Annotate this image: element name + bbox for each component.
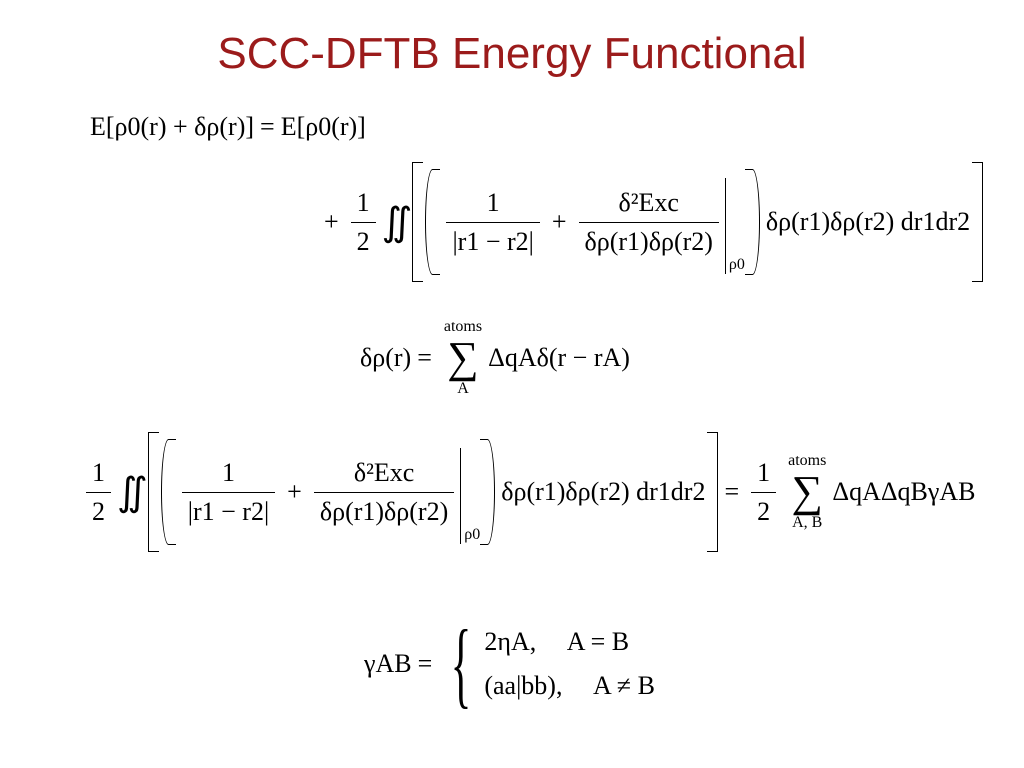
left-paren bbox=[425, 169, 441, 275]
evaluation-bar: ρ0 bbox=[724, 170, 745, 274]
half-fraction: 1 2 bbox=[86, 458, 111, 527]
right-paren bbox=[480, 439, 496, 545]
half-denominator: 2 bbox=[86, 491, 111, 527]
equals-sign: = bbox=[417, 342, 432, 372]
sigma-symbol: ∑ bbox=[791, 467, 823, 516]
case-different-condition: A ≠ B bbox=[592, 671, 655, 700]
left-square-bracket bbox=[147, 432, 159, 552]
sum-upper-limit: atoms bbox=[443, 318, 483, 335]
case-same-value: 2ηA, bbox=[484, 627, 537, 656]
sigma-symbol: ∑ bbox=[447, 332, 479, 382]
case-same-condition: A = B bbox=[566, 627, 630, 656]
case-same-atom: 2ηA, A = B bbox=[484, 627, 655, 657]
half-denominator: 2 bbox=[350, 221, 376, 257]
right-square-bracket bbox=[707, 432, 719, 552]
plus-sign-inner: + bbox=[287, 477, 302, 506]
right-paren bbox=[744, 169, 760, 275]
plus-sign-inner: + bbox=[551, 207, 567, 236]
right-square-bracket bbox=[972, 162, 984, 282]
density-fluctuation: δρ(r) = atoms ∑ A ΔqAδ(r − rA) bbox=[360, 318, 630, 397]
gamma-rhs: ΔqAΔqBγAB bbox=[832, 477, 976, 506]
coulomb-fraction: 1 |r1 − r2| bbox=[446, 187, 540, 257]
xc-denominator: δρ(r1)δρ(r2) bbox=[578, 221, 719, 257]
half-fraction: 1 2 bbox=[350, 187, 376, 257]
double-integral: ∬ bbox=[117, 470, 148, 514]
sum-upper-limit: atoms bbox=[788, 452, 827, 470]
gamma-lhs: γAB bbox=[364, 649, 412, 678]
left-paren bbox=[160, 439, 176, 545]
case-different-atoms: (aa|bb), A ≠ B bbox=[484, 671, 655, 701]
rhs-half-numerator: 1 bbox=[757, 457, 771, 487]
second-order-term: + 1 2 ∬ 1 |r1 − r2| + δ²Exc δρ(r1)δρ(r2)… bbox=[318, 162, 984, 282]
equals-sign: = bbox=[417, 649, 433, 678]
density-product: δρ(r1)δρ(r2) dr1dr2 bbox=[765, 207, 971, 236]
left-square-bracket bbox=[412, 162, 424, 282]
equals-sign: = bbox=[260, 112, 275, 141]
coulomb-fraction: 1 |r1 − r2| bbox=[181, 457, 276, 527]
equals-sign: = bbox=[724, 477, 740, 506]
xc-fraction: δ²Exc δρ(r1)δρ(r2) bbox=[313, 457, 455, 527]
energy-lhs: E[ρ0(r) + δρ(r)] bbox=[90, 112, 255, 141]
gamma-approximation: 1 2 ∬ 1 |r1 − r2| + δ²Exc δρ(r1)δρ(r2) ρ… bbox=[80, 432, 976, 552]
sum-lower-limit: A bbox=[457, 379, 469, 397]
sum-over-atoms: atoms ∑ A bbox=[444, 318, 482, 397]
coulomb-denominator: |r1 − r2| bbox=[181, 491, 276, 527]
evaluation-label: ρ0 bbox=[728, 256, 745, 273]
rhs-half-fraction: 1 2 bbox=[751, 457, 777, 527]
rhs-half-denominator: 2 bbox=[751, 491, 777, 527]
energy-rhs: E[ρ0(r)] bbox=[280, 112, 366, 141]
energy-expansion-line1: E[ρ0(r) + δρ(r)] = E[ρ0(r)] bbox=[90, 112, 366, 142]
evaluation-label: ρ0 bbox=[464, 526, 481, 543]
coulomb-numerator: 1 bbox=[486, 187, 500, 217]
left-brace: { bbox=[450, 610, 472, 717]
density-product: δρ(r1)δρ(r2) dr1dr2 bbox=[501, 477, 706, 506]
evaluation-bar: ρ0 bbox=[460, 440, 480, 544]
xc-fraction: δ²Exc δρ(r1)δρ(r2) bbox=[578, 187, 719, 257]
xc-denominator: δρ(r1)δρ(r2) bbox=[313, 491, 455, 527]
half-numerator: 1 bbox=[356, 187, 370, 217]
sum-lower-limit: A, B bbox=[792, 514, 823, 531]
gamma-definition: γAB = { 2ηA, A = B (aa|bb), A ≠ B bbox=[364, 616, 655, 712]
half-numerator: 1 bbox=[92, 457, 105, 487]
coulomb-denominator: |r1 − r2| bbox=[446, 221, 540, 257]
xc-numerator: δ²Exc bbox=[353, 457, 415, 487]
density-rhs: ΔqAδ(r − rA) bbox=[488, 342, 630, 372]
plus-sign: + bbox=[324, 207, 339, 236]
gamma-cases: 2ηA, A = B (aa|bb), A ≠ B bbox=[484, 627, 655, 701]
coulomb-numerator: 1 bbox=[221, 457, 235, 487]
double-integral: ∬ bbox=[381, 200, 413, 244]
xc-numerator: δ²Exc bbox=[618, 187, 679, 217]
density-lhs: δρ(r) bbox=[360, 342, 412, 372]
slide-title: SCC-DFTB Energy Functional bbox=[217, 29, 807, 78]
sum-over-atom-pairs: atoms ∑ A, B bbox=[788, 452, 826, 531]
case-different-value: (aa|bb), bbox=[484, 671, 563, 700]
